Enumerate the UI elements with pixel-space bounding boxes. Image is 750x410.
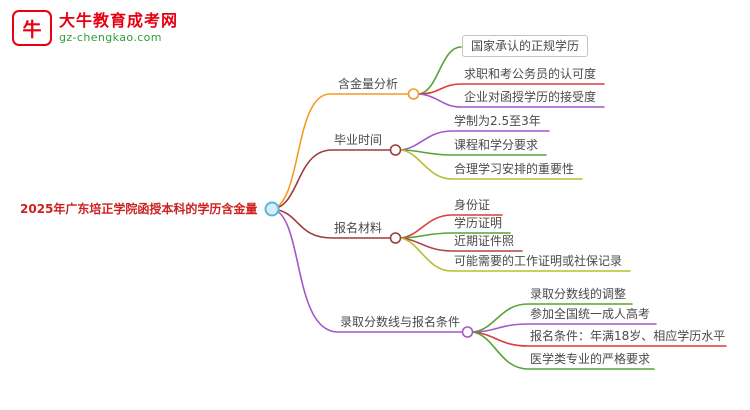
edge-branch2-leaf1 (400, 130, 550, 151)
leaf-node: 企业对函授学历的接受度 (464, 90, 597, 104)
edge-central-to-branch3 (271, 208, 391, 239)
branch1-node-dot (407, 88, 420, 100)
edge-branch2-leaf3 (400, 149, 583, 180)
edge-central-to-branch1 (271, 93, 409, 210)
branch-label-graduation-time: 毕业时间 (334, 133, 383, 147)
brand-domain: gz-chengkao.com (59, 31, 162, 44)
branch-label-admission-requirements: 录取分数线与报名条件 (340, 315, 461, 329)
edge-branch1-leaf2 (418, 83, 605, 95)
central-node-dot (264, 201, 280, 217)
edge-branch4-leaf4 (472, 331, 655, 370)
leaf-node: 合理学习安排的重要性 (454, 162, 575, 176)
logo-text: 大牛教育成考网 gz-chengkao.com (59, 11, 179, 45)
edge-central-to-branch4 (271, 208, 463, 333)
edge-branch3-leaf2 (400, 232, 511, 239)
leaf-node: 参加全国统一成人高考 (530, 307, 651, 321)
leaf-node: 课程和学分要求 (454, 138, 539, 152)
branch-label-application-materials: 报名材料 (334, 221, 383, 235)
central-topic: 2025年广东培正学院函授本科的学历含金量 (20, 202, 258, 216)
edge-branch1-leaf1 (418, 46, 462, 95)
edge-branch2-leaf2 (400, 149, 547, 156)
branch2-node-dot (389, 144, 402, 156)
edge-branch3-leaf1 (400, 214, 503, 239)
site-logo: 牛 大牛教育成考网 gz-chengkao.com (12, 10, 178, 46)
edge-branch4-leaf1 (472, 303, 633, 333)
bull-icon: 牛 (12, 10, 52, 46)
edge-branch1-leaf3 (418, 93, 605, 108)
edge-branch3-leaf4 (400, 237, 631, 272)
leaf-node: 报名条件：年满18岁、相应学历水平 (530, 329, 726, 343)
leaf-node: 学历证明 (454, 216, 503, 230)
leaf-node: 学制为2.5至3年 (454, 114, 541, 128)
leaf-node: 近期证件照 (454, 234, 515, 248)
leaf-node: 身份证 (454, 198, 491, 212)
leaf-node: 求职和考公务员的认可度 (464, 67, 597, 81)
branch-label-quality-analysis: 含金量分析 (338, 77, 399, 91)
branch4-node-dot (461, 326, 474, 338)
brand-name: 大牛教育成考网 (59, 11, 179, 30)
edge-branch4-leaf3 (472, 331, 727, 347)
edge-branch4-leaf2 (472, 323, 657, 333)
leaf-node: 医学类专业的严格要求 (530, 352, 651, 366)
leaf-node: 国家承认的正规学历 (462, 35, 589, 57)
leaf-node: 可能需要的工作证明或社保记录 (454, 254, 623, 268)
leaf-node: 录取分数线的调整 (530, 287, 627, 301)
edge-central-to-branch2 (271, 149, 391, 210)
edge-branch3-leaf3 (400, 237, 523, 252)
branch3-node-dot (389, 232, 402, 244)
